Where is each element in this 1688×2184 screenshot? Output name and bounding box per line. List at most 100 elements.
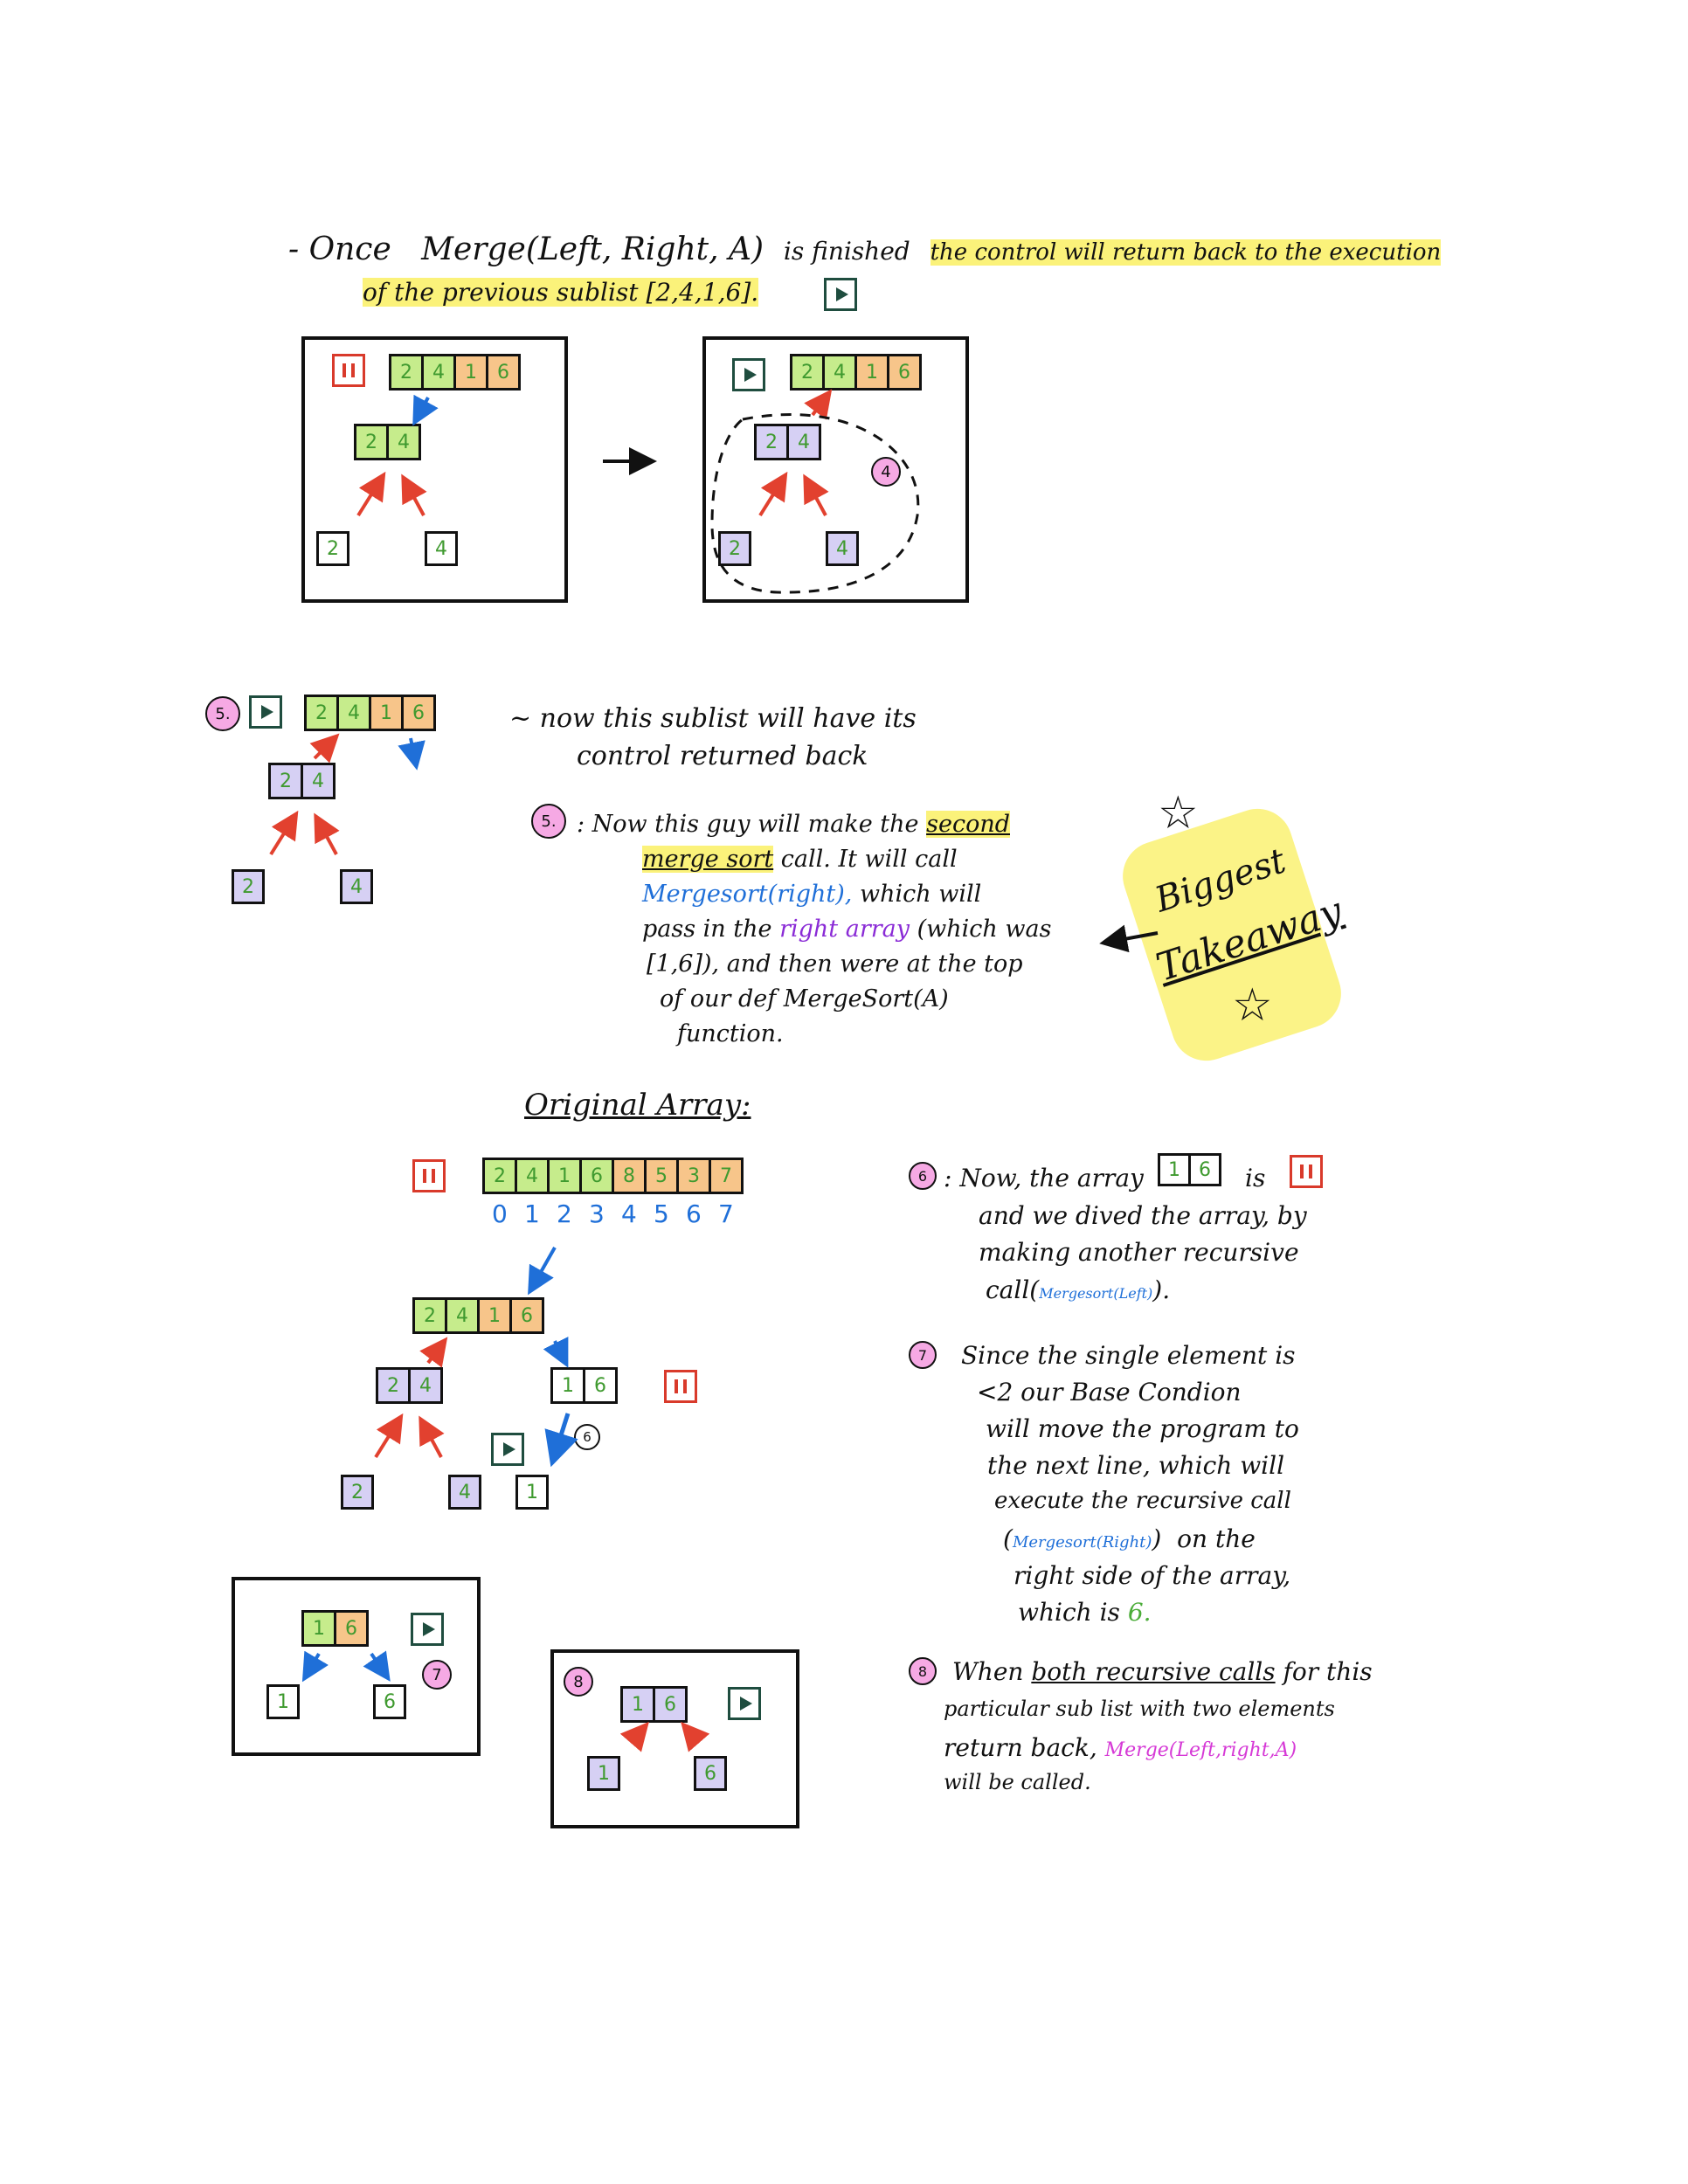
arrow-up — [314, 812, 340, 855]
pair-cell: 2 — [376, 1367, 411, 1404]
step5-text: which will — [859, 881, 982, 908]
step7-value: 6. — [1127, 1598, 1152, 1627]
step8-text: return back, — [944, 1733, 1097, 1762]
step5-text: Mergesort(right), — [642, 881, 853, 908]
leaf-cell: 4 — [448, 1475, 481, 1510]
step5-text: (which was — [917, 916, 1052, 943]
original-cell: 6 — [579, 1158, 614, 1194]
step7-line-1: Since the single element is — [961, 1341, 1296, 1370]
array-cell: 4 — [822, 354, 857, 390]
leaf-cell: 1 — [587, 1756, 620, 1791]
intro-line-2-text: of the previous sublist [2,4,1,6]. — [363, 278, 759, 307]
step6-array-cell: 6 — [1188, 1153, 1221, 1186]
arrow-up — [419, 1415, 445, 1458]
leaf-cell: 6 — [694, 1756, 727, 1791]
step5-para-line-7: function. — [677, 1020, 784, 1047]
step-badge: 7 — [909, 1341, 937, 1369]
array-cell: 6 — [887, 354, 922, 390]
step8-text: both recursive calls — [1031, 1657, 1276, 1686]
step8-line-2: particular sub list with two elements — [944, 1697, 1335, 1721]
pause-icon — [664, 1370, 697, 1403]
pair-cell: 4 — [786, 424, 821, 460]
leaf-cell: 4 — [826, 531, 859, 566]
step8-call: Merge(Left,right,A) — [1104, 1739, 1297, 1761]
play-icon — [824, 278, 857, 311]
step8-text: When — [952, 1657, 1024, 1686]
star-icon: ☆ — [1232, 979, 1273, 1032]
array-cell: 6 — [486, 354, 521, 390]
intro-line-2: of the previous sublist [2,4,1,6]. — [363, 278, 759, 307]
play-icon — [411, 1613, 444, 1646]
half-cell: 4 — [445, 1297, 480, 1334]
array-cell: 2 — [304, 695, 339, 731]
pair-cell: 2 — [268, 763, 303, 799]
step6-line-3: making another recursive — [979, 1238, 1299, 1267]
step5-para-line-4: pass in the right array (which was — [642, 916, 1051, 943]
step7-line-5: execute the recursive call — [994, 1488, 1291, 1514]
step5-text: second — [926, 811, 1010, 838]
step6-array-cell: 1 — [1158, 1153, 1191, 1186]
original-cell: 4 — [515, 1158, 550, 1194]
step7-call: Mergesort(Right) — [1012, 1533, 1152, 1552]
step5-para-line-2: merge sort call. It will call — [642, 846, 958, 873]
arrow-down — [528, 1247, 557, 1296]
step8-text: for this — [1283, 1657, 1373, 1686]
pair-cell: 1 — [301, 1610, 336, 1647]
step6-text: ). — [1152, 1275, 1171, 1304]
array-index: 6 — [686, 1199, 702, 1228]
step-badge: 6 — [574, 1424, 600, 1450]
pair-cell: 1 — [620, 1686, 655, 1723]
step6-line-1: : Now, the array — [944, 1164, 1144, 1192]
step5-text: call. It will call — [780, 846, 958, 873]
pair-cell: 2 — [354, 424, 389, 460]
array-index: 7 — [718, 1199, 734, 1228]
step5-note-line-2: control returned back — [577, 741, 868, 771]
array-index: 1 — [524, 1199, 540, 1228]
step6-line-2: and we dived the array, by — [979, 1201, 1307, 1230]
original-cell: 8 — [612, 1158, 647, 1194]
half-cell: 6 — [509, 1297, 544, 1334]
step-badge: 4 — [871, 457, 901, 487]
step8-line-3: return back, Merge(Left,right,A) — [944, 1733, 1297, 1762]
leaf-cell: 4 — [340, 869, 373, 904]
arrow-down — [398, 737, 425, 771]
step5-para-line-5: [1,6]), and then were at the top — [647, 950, 1023, 978]
leaf-cell: 2 — [316, 531, 349, 566]
step7-line-7: right side of the array, — [1013, 1561, 1291, 1590]
step7-frame — [232, 1577, 481, 1756]
pause-icon — [412, 1159, 446, 1192]
half-cell: 2 — [412, 1297, 447, 1334]
step7-text: which is — [1018, 1598, 1120, 1627]
step6-is: is — [1245, 1164, 1266, 1192]
original-array-title: Original Array: — [524, 1088, 751, 1123]
array-cell: 6 — [401, 695, 436, 731]
step5-text: merge sort — [642, 846, 774, 873]
leaf-cell: 2 — [341, 1475, 374, 1510]
leaf-cell: 2 — [718, 531, 751, 566]
leaf-cell: 2 — [232, 869, 265, 904]
step7-line-8: which is 6. — [1018, 1598, 1152, 1627]
pair-cell: 2 — [754, 424, 789, 460]
pair-cell: 6 — [583, 1367, 618, 1404]
step6-line-4: call(Mergesort(Left)). — [986, 1275, 1170, 1304]
step7-line-4: the next line, which will — [987, 1451, 1285, 1480]
array-cell: 1 — [854, 354, 889, 390]
paused-sublist-frame — [301, 336, 568, 603]
step7-line-2: <2 our Base Condion — [977, 1378, 1242, 1406]
step-badge: 7 — [422, 1660, 452, 1690]
step5-para-line-1: : Now this guy will make the second — [577, 811, 1010, 838]
leaf-cell: 1 — [515, 1475, 549, 1510]
intro-merge-call: Merge(Left, Right, A) — [421, 232, 764, 267]
original-cell: 2 — [482, 1158, 517, 1194]
array-index: 4 — [621, 1199, 637, 1228]
play-icon — [732, 358, 765, 391]
half-cell: 1 — [477, 1297, 512, 1334]
arrow-down — [544, 1413, 578, 1468]
step-badge: 8 — [564, 1667, 593, 1697]
pair-cell: 6 — [653, 1686, 688, 1723]
star-icon: ☆ — [1158, 787, 1199, 840]
array-index: 3 — [589, 1199, 605, 1228]
resumed-sublist-frame — [702, 336, 969, 603]
intro-finished: is finished — [783, 237, 910, 266]
array-cell: 2 — [389, 354, 424, 390]
